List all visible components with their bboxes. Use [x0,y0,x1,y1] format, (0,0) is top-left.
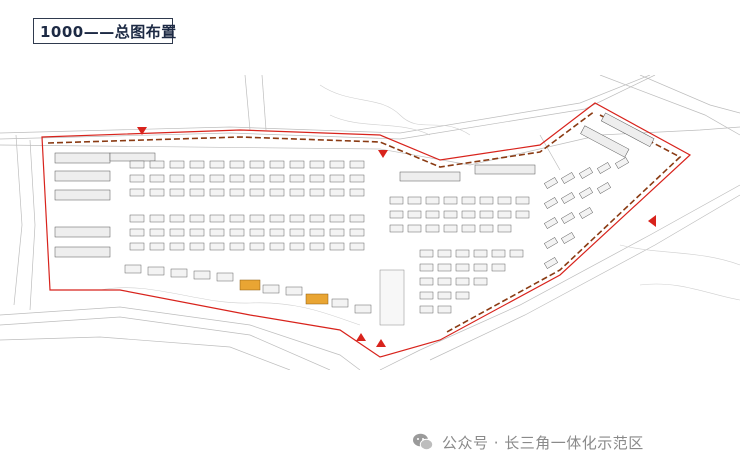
slab-buildings-north [399,112,655,182]
slab-buildings-west [54,152,156,258]
title-box: 1000——总图布置 [33,18,176,44]
villa-row-south [124,264,372,314]
wechat-icon [413,433,434,451]
highlighted-units [239,279,329,305]
villa-grid-west [129,160,365,251]
fire-route-east [444,114,682,334]
entrance-marker-icon [137,127,656,347]
site-plan [0,75,740,370]
villa-grid-east [389,196,530,314]
watermark-text: 公众号 · 长三角一体化示范区 [442,433,644,452]
landscape-curves [99,84,740,326]
fire-route [47,110,596,168]
watermark: 公众号 · 长三角一体化示范区 [412,430,644,454]
central-plaza [379,269,405,326]
road-lines [0,75,740,370]
site-boundary [41,102,692,358]
villa-cluster-northeast [543,157,630,269]
page-title: 1000——总图布置 [40,22,177,41]
